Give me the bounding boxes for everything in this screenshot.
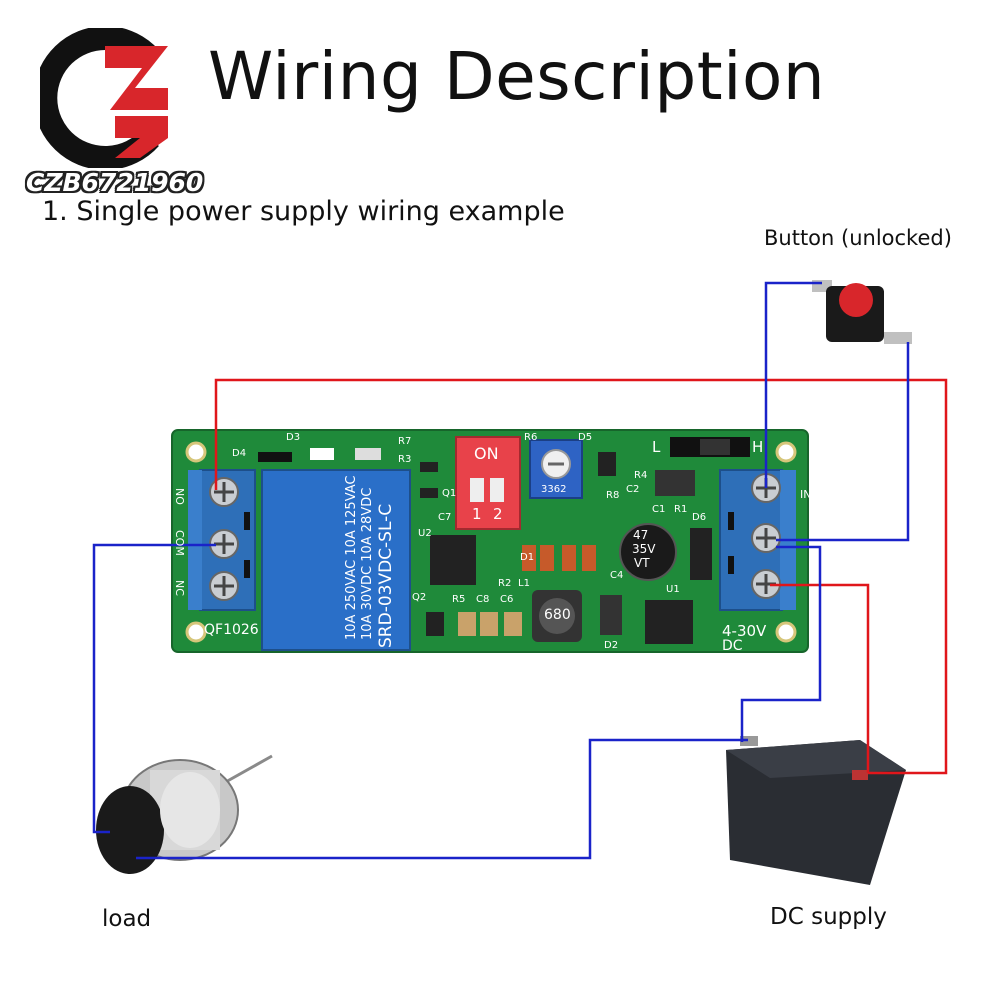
designator-c4: C4	[610, 570, 624, 581]
designator-d4: D4	[232, 448, 247, 459]
red-wire-supply	[770, 583, 870, 773]
designator-c6: C6	[500, 594, 514, 605]
dip-2-label: 2	[493, 505, 503, 523]
board-model-label: QF1026	[204, 622, 259, 638]
designator-u2: U2	[418, 528, 432, 539]
terminal-label-com: COM	[173, 530, 186, 556]
designator-c7: C7	[438, 512, 452, 523]
terminal-label-nc: NC	[173, 580, 186, 596]
jumper-l-label: L	[652, 438, 661, 456]
designator-u1: U1	[666, 584, 680, 595]
jumper-h-label: H	[752, 438, 764, 456]
input-label: IN	[800, 488, 812, 501]
dip-1-label: 1	[472, 505, 482, 523]
page-title: Wiring Description	[208, 38, 826, 115]
capacitor-value: 47	[633, 528, 649, 542]
designator-d5: D5	[578, 432, 593, 443]
motor-load-icon	[96, 754, 273, 874]
capacitor-voltage: 35V	[632, 542, 656, 556]
voltage-label: 4-30V	[722, 622, 767, 640]
terminal-block-left	[188, 469, 256, 611]
dc-supply-label: DC supply	[770, 904, 887, 930]
chip-u2	[430, 535, 476, 585]
designator-d6: D6	[692, 512, 707, 523]
brand-logo-icon	[40, 28, 168, 168]
blue-wire-com	[92, 543, 216, 834]
blue-wire-load-return	[136, 738, 748, 860]
designator-r7: R7	[398, 436, 412, 447]
designator-q2: Q2	[412, 592, 427, 603]
load-label: load	[102, 906, 152, 932]
blue-wire-in-gnd	[740, 545, 822, 742]
resistor-r47	[655, 470, 695, 496]
designator-c2: C2	[626, 484, 640, 495]
capacitor-series: VT	[634, 556, 650, 570]
dip-switch	[455, 436, 521, 530]
blue-wire-button-out	[776, 342, 910, 542]
chip-u1	[645, 600, 693, 644]
dip-on-label: ON	[474, 444, 499, 463]
designator-r5: R5	[452, 594, 466, 605]
battery-icon	[726, 736, 906, 885]
terminal-label-no: NO	[173, 488, 186, 505]
designator-c8: C8	[476, 594, 490, 605]
designator-r3: R3	[398, 454, 412, 465]
relay-label-model: SRD-03VDC-SL-C	[376, 503, 396, 648]
relay-component	[261, 469, 411, 651]
designator-l1: L1	[518, 578, 530, 589]
dc-label: DC	[722, 638, 743, 654]
red-wire-top	[214, 378, 948, 775]
capacitor	[619, 523, 677, 581]
relay-label-rating-2: 10A 30VDC 10A 28VDC	[360, 487, 375, 640]
relay-label-rating-1: 10A 250VAC 10A 125VAC	[344, 475, 359, 641]
designator-d2: D2	[604, 640, 619, 651]
designator-r6: R6	[524, 432, 538, 443]
designator-c1: C1	[652, 504, 666, 515]
designator-d3: D3	[286, 432, 301, 443]
designator-q1: Q1	[442, 488, 457, 499]
page-subtitle: 1. Single power supply wiring example	[42, 196, 565, 227]
pot-label: 3362	[541, 484, 567, 495]
designator-r8: R8	[606, 490, 620, 501]
designator-r1: R1	[674, 504, 688, 515]
button-label: Button (unlocked)	[764, 226, 952, 250]
designator-r4: R4	[634, 470, 648, 481]
designator-r2: R2	[498, 578, 512, 589]
inductor-label: 680	[544, 607, 571, 623]
blue-wire-button-in	[764, 281, 822, 488]
push-button-icon	[812, 280, 912, 344]
designator-d1: D1	[520, 552, 535, 563]
brand-name: CZB6721960	[26, 168, 204, 197]
